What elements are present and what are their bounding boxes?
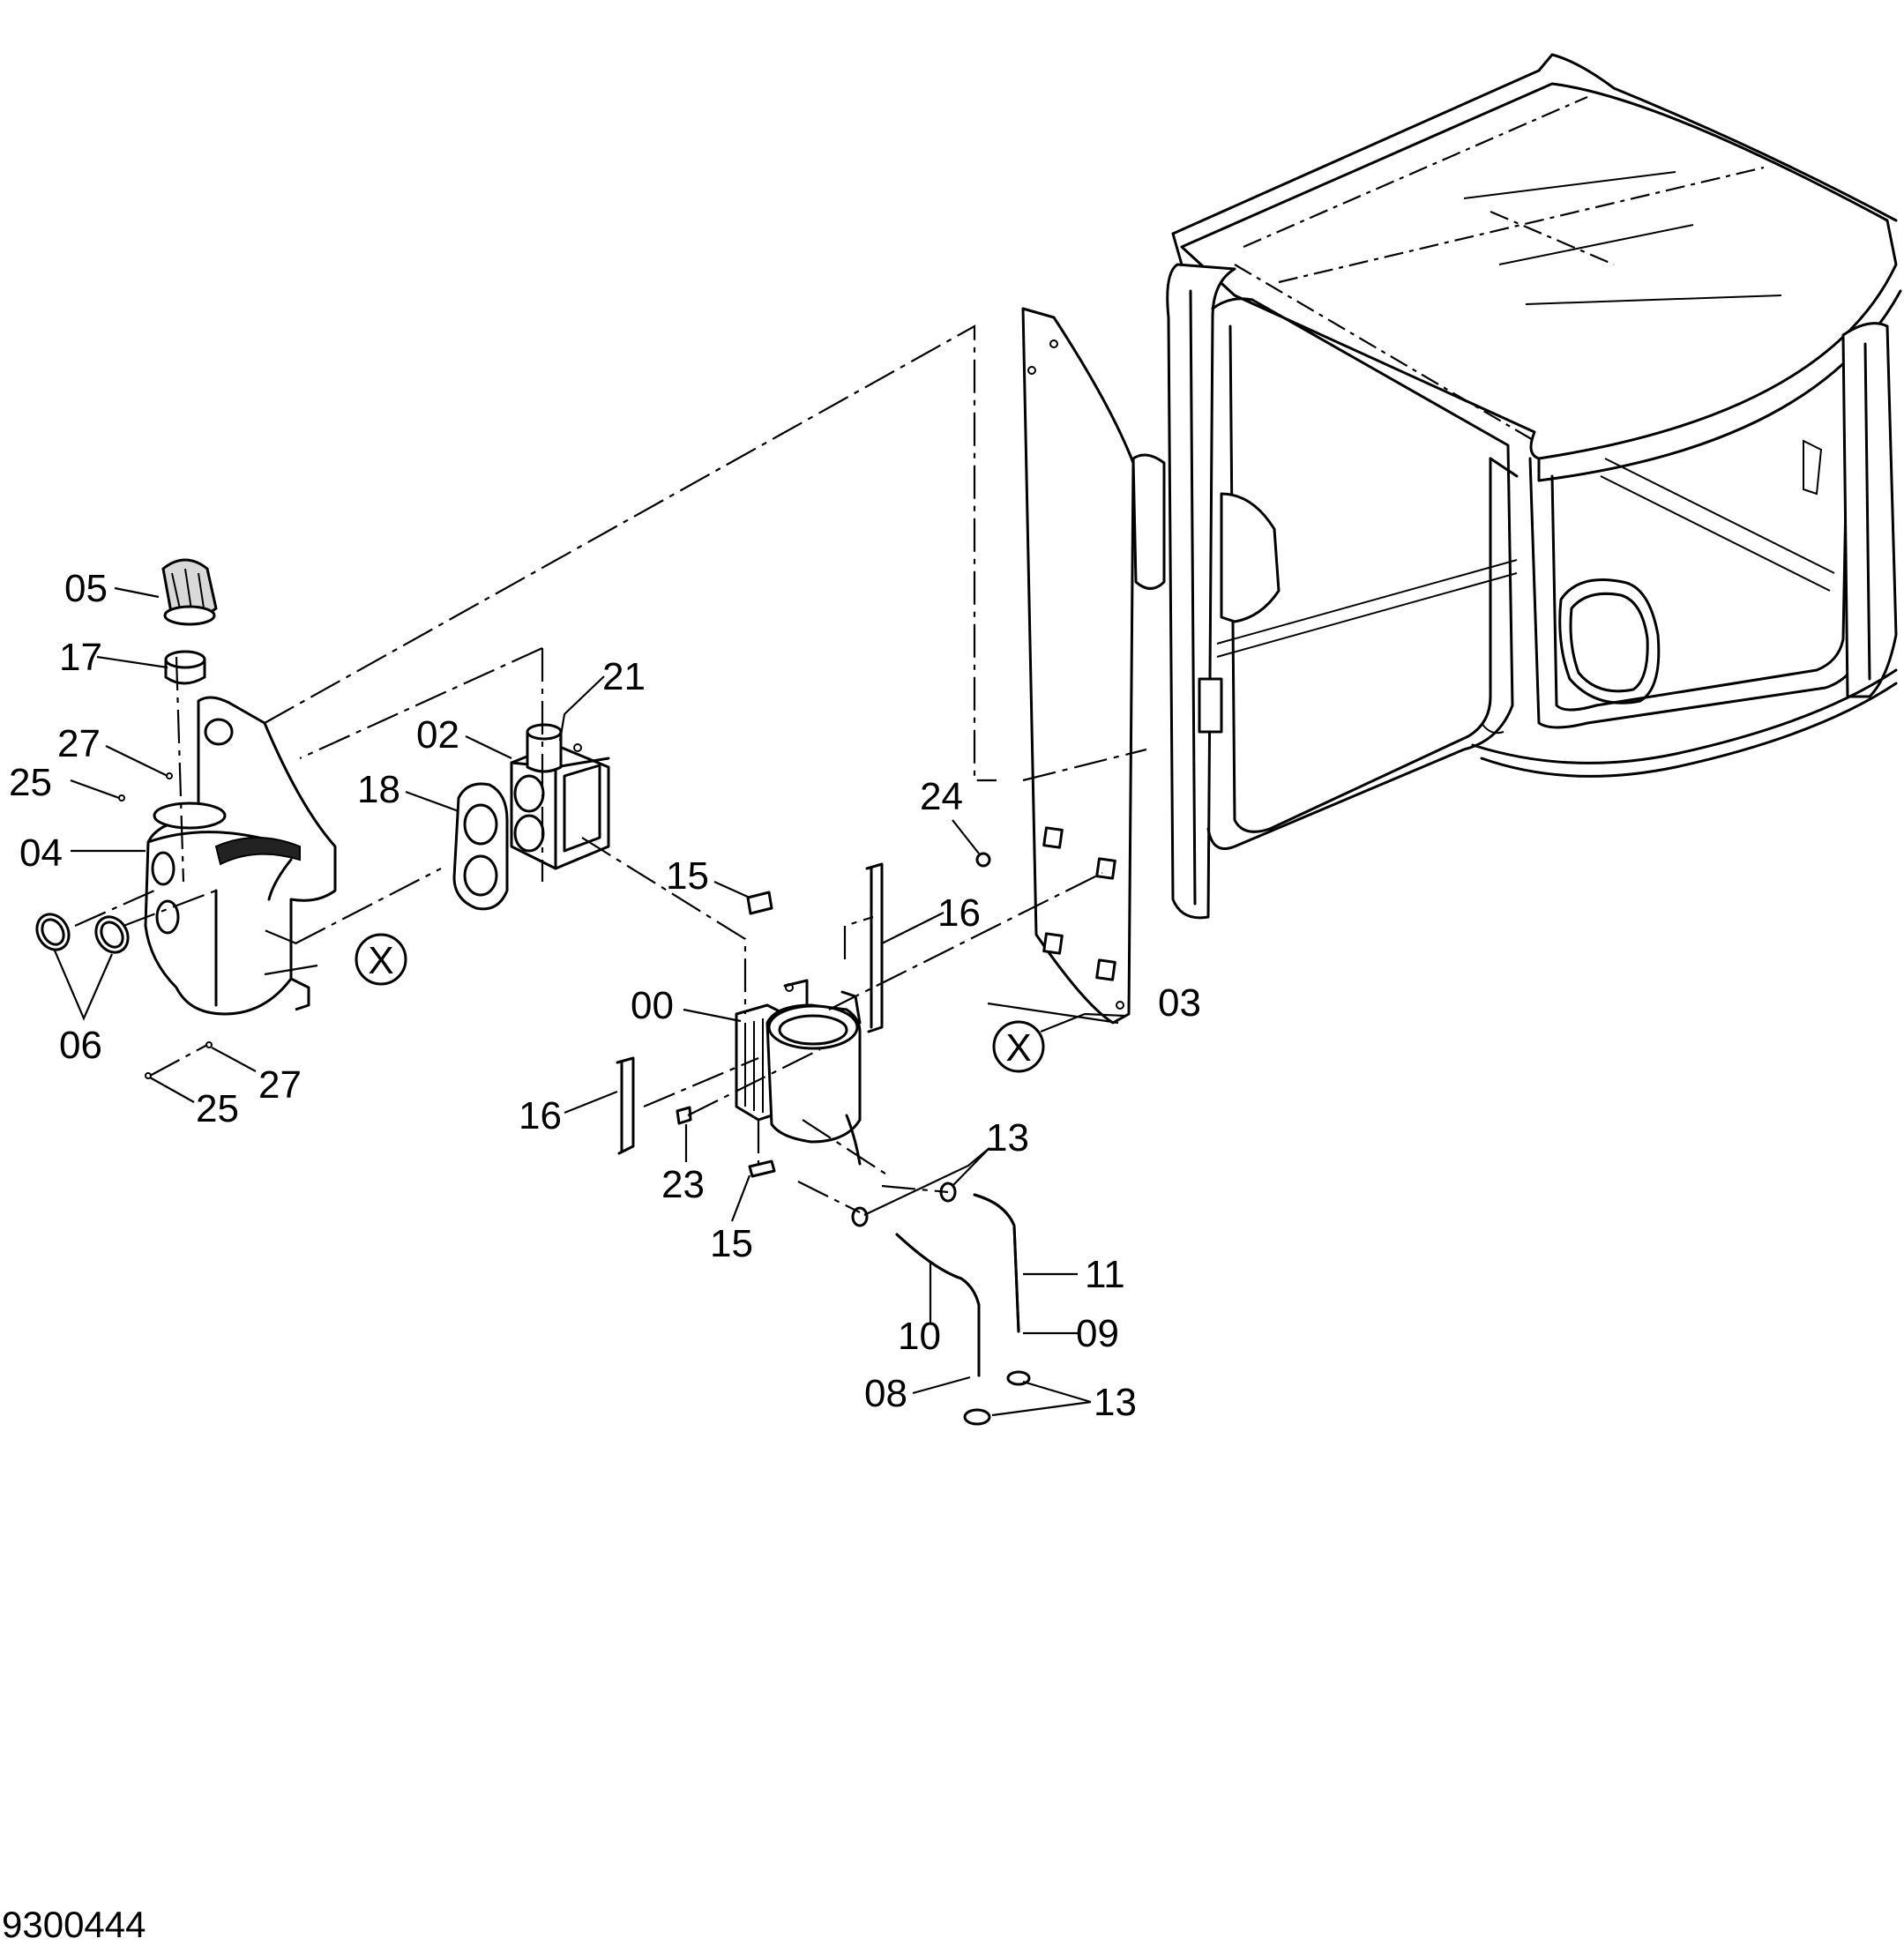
callout-27-lower: 27 (258, 1063, 302, 1107)
part-24-screw (975, 852, 991, 868)
part-25-27-screws (118, 772, 213, 1079)
part-23-screw (676, 1106, 692, 1125)
callout-09: 09 (1076, 1312, 1119, 1355)
callout-06: 06 (59, 1024, 102, 1067)
marker-right-leader (1040, 1012, 1125, 1033)
marker-left-leader (264, 964, 318, 976)
callout-13-upper: 13 (986, 1116, 1029, 1159)
callout-15-upper: 15 (666, 854, 709, 898)
callout-03: 03 (1158, 981, 1201, 1025)
part-15-clips (746, 891, 776, 1178)
callout-16-upper: 16 (937, 891, 981, 935)
reference-marker-left-label: X (368, 939, 393, 982)
callout-05: 05 (64, 567, 108, 610)
reference-marker-right (992, 1020, 1045, 1073)
reference-marker-left (355, 933, 407, 986)
cab-frame (1131, 53, 1902, 920)
callout-21: 21 (602, 655, 646, 698)
part-05-knob (161, 558, 218, 626)
part-06-caps (35, 913, 130, 954)
parts-08-11-hoses (851, 1182, 1031, 1426)
part-16-brackets (616, 862, 884, 1155)
callout-13-lower: 13 (1094, 1381, 1137, 1424)
part-02-duct (510, 723, 610, 870)
part-18-gasket (452, 782, 509, 911)
callout-24: 24 (920, 775, 963, 818)
callout-11: 11 (1085, 1253, 1125, 1296)
part-17-ring (164, 650, 206, 685)
callout-18: 18 (357, 768, 400, 811)
callout-16-lower: 16 (519, 1094, 562, 1137)
callout-04: 04 (19, 831, 63, 875)
callout-25-lower: 25 (196, 1087, 239, 1130)
callout-00: 00 (631, 984, 674, 1027)
reference-marker-right-label: X (1005, 1026, 1031, 1070)
figure-number: 9300444 (2, 1904, 146, 1945)
part-03-plate (1021, 307, 1135, 1025)
callout-15-lower: 15 (710, 1222, 753, 1265)
callout-23: 23 (661, 1163, 705, 1206)
callout-leaders (53, 586, 1119, 1417)
callout-25-upper: 25 (9, 761, 52, 804)
callout-27-upper: 27 (57, 722, 101, 765)
callout-17: 17 (59, 636, 102, 679)
callout-02: 02 (416, 713, 459, 757)
assembly-centerlines (74, 324, 1147, 1213)
callout-08: 08 (864, 1372, 907, 1415)
callout-10: 10 (898, 1315, 941, 1358)
part-04-housing (144, 696, 337, 1016)
part-00-heater-unit (735, 979, 862, 1166)
